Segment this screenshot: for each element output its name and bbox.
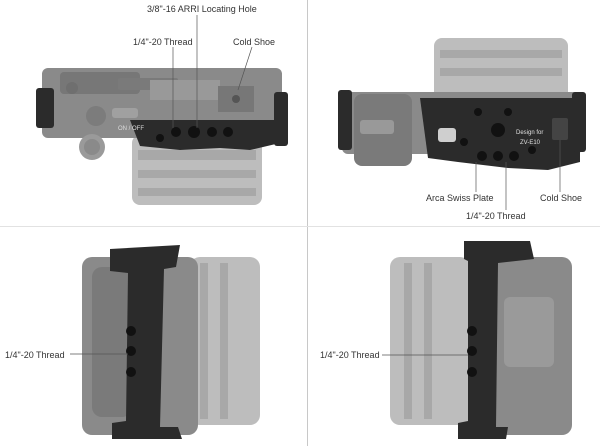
thread-hole <box>467 326 477 336</box>
bottom-right-panel: 1/4"-20 Thread <box>308 227 600 446</box>
cold-shoe <box>552 118 568 140</box>
vertical-divider <box>307 0 308 446</box>
bottom-left-panel: 1/4"-20 Thread <box>0 227 306 446</box>
cold-shoe-label: Cold Shoe <box>540 193 583 203</box>
camera-model-mark: ON / OFF <box>118 126 144 132</box>
horizontal-divider <box>0 226 600 227</box>
arca-swiss-label: Arca Swiss Plate <box>426 193 494 203</box>
thread-hole <box>171 127 181 137</box>
engraving-model: ZV-E10 <box>520 140 541 146</box>
top-right-camera-illustration <box>338 38 586 210</box>
top-left-camera-illustration <box>36 15 288 205</box>
cage-frame <box>458 241 534 439</box>
thread-label: 1/4"-20 Thread <box>466 211 526 221</box>
cage-frame <box>110 245 182 439</box>
top-right-panel: Design for ZV-E10 Arca Swiss Plate 1/4"-… <box>308 0 600 226</box>
arri-hole-label: 3/8"-16 ARRI Locating Hole <box>147 4 257 14</box>
thread-label: 1/4"-20 Thread <box>320 350 380 360</box>
bottom-right-camera-illustration <box>382 241 572 439</box>
cage-plate <box>130 120 280 150</box>
thread-label: 1/4"-20 Thread <box>133 37 193 47</box>
cold-shoe-label: Cold Shoe <box>233 37 276 47</box>
thread-label: 1/4"-20 Thread <box>5 350 65 360</box>
engraving-brand: Design for <box>516 130 544 136</box>
top-left-panel: 3/8"-16 ARRI Locating Hole 1/4"-20 Threa… <box>0 0 306 226</box>
arri-hole <box>491 123 505 137</box>
bottom-left-camera-illustration <box>70 245 260 439</box>
thread-hole <box>126 326 136 336</box>
